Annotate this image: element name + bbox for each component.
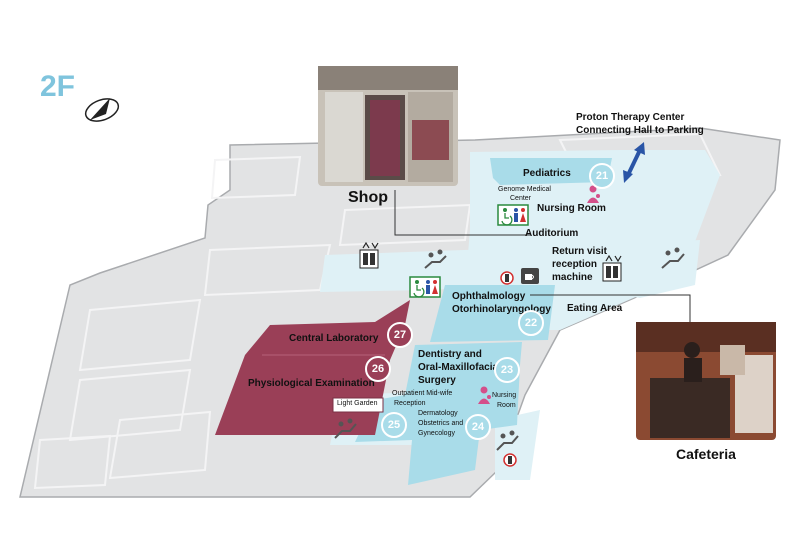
- genome-label-line1: Genome Medical: [498, 186, 551, 193]
- dermatology-label-line3: Gynecology: [418, 430, 455, 437]
- dept-number-26: 26: [365, 356, 391, 382]
- nursing-room-top-label: Nursing Room: [537, 203, 606, 214]
- dept-number-24: 24: [465, 414, 491, 440]
- shop-leader-line: [394, 190, 530, 236]
- light-garden-label: Light Garden: [337, 400, 378, 407]
- return-visit-label-line2: reception: [552, 259, 598, 270]
- pediatrics-label: Pediatrics: [523, 168, 571, 179]
- escalator-icon: [661, 247, 685, 269]
- restroom-icon: [497, 204, 529, 226]
- outpatient-label-line2: Reception: [394, 400, 426, 407]
- pediatrics-area: [490, 158, 612, 185]
- cafe-icon: [521, 268, 539, 284]
- dept-number-21: 21: [589, 163, 615, 189]
- ophthalmology-label: Ophthalmology: [452, 291, 526, 302]
- restroom-icon: [409, 276, 441, 298]
- shop-photo: [318, 66, 458, 186]
- cafeteria-label: Cafeteria: [676, 446, 736, 462]
- dept-number-22: 22: [518, 310, 544, 336]
- dept-number-27: 27: [387, 322, 413, 348]
- phone-icon: [503, 453, 517, 467]
- escalator-icon: [424, 249, 447, 269]
- central-laboratory-label: Central Laboratory: [289, 333, 379, 344]
- proton-label-line2: Connecting Hall to Parking: [576, 125, 704, 136]
- elevator-icon: [602, 254, 622, 282]
- dermatology-label-line2: Obstetrics and: [418, 420, 464, 427]
- nursing-room-bottom-label-line2: Room: [497, 402, 516, 409]
- physiological-examination-label: Physiological Examination: [248, 378, 375, 389]
- otorhinolaryngology-label: Otorhinolaryngology: [452, 304, 551, 315]
- phone-icon: [500, 271, 514, 285]
- proton-label-line1: Proton Therapy Center: [576, 112, 685, 123]
- elevator-icon: [359, 241, 379, 269]
- dentistry-area: [355, 342, 522, 485]
- dept-number-23: 23: [494, 357, 520, 383]
- return-visit-label-line1: Return visit: [552, 246, 608, 257]
- shop-label: Shop: [348, 189, 388, 206]
- escalator-icon: [334, 418, 357, 439]
- eating-area-label: Eating Area: [567, 303, 623, 314]
- compass-icon: [84, 98, 120, 122]
- escalator-icon: [496, 430, 519, 451]
- return-visit-label-line3: machine: [552, 272, 593, 283]
- dermatology-label-line1: Dermatology: [418, 410, 458, 417]
- proton-center-arrow-icon: [623, 142, 645, 183]
- genome-label-line2: Center: [510, 195, 532, 202]
- light-garden-box: [332, 397, 384, 413]
- floor-label: 2F: [40, 70, 76, 103]
- dentistry-label-line3: Surgery: [418, 375, 456, 386]
- cafeteria-leader-line: [530, 294, 691, 322]
- auditorium-label: Auditorium: [525, 228, 579, 239]
- nursing-room-bottom-label-line1: Nursing: [492, 392, 517, 399]
- dentistry-label-line2: Oral-Maxillofacial: [418, 362, 501, 373]
- dentistry-label-line1: Dentistry and: [418, 349, 482, 360]
- outpatient-label-line1: Outpatient Mid-wife: [392, 390, 453, 397]
- cafeteria-photo: [636, 322, 776, 440]
- dept-number-25: 25: [381, 412, 407, 438]
- nursing-room-icon: [478, 386, 491, 404]
